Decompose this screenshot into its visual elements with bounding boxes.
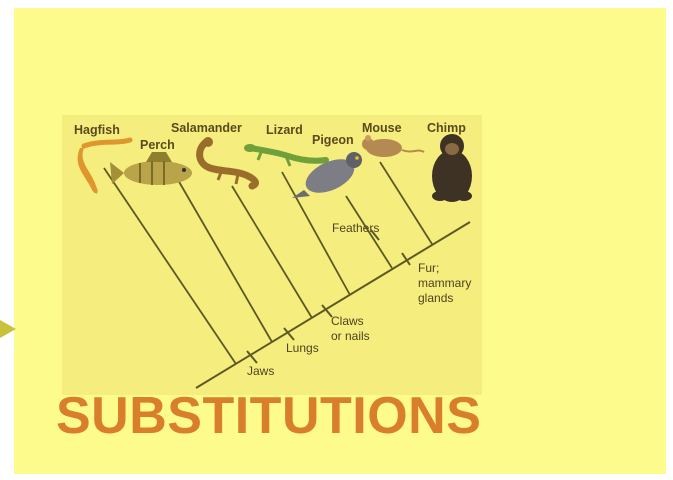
trait-label-lungs: Lungs bbox=[286, 341, 319, 355]
branch-salamander bbox=[231, 185, 313, 319]
trait-label-fur-1: Fur; bbox=[418, 261, 439, 275]
pigeon-icon bbox=[292, 152, 362, 198]
chimp-icon bbox=[432, 134, 472, 202]
branch-lizard bbox=[281, 171, 351, 296]
tick-jaws bbox=[246, 350, 258, 364]
trait-label-feathers: Feathers bbox=[332, 221, 379, 235]
branch-pigeon bbox=[345, 195, 393, 269]
cladogram-figure bbox=[62, 115, 482, 395]
taxon-label-pigeon: Pigeon bbox=[312, 133, 354, 147]
cladogram-trunk bbox=[195, 221, 471, 389]
lizard-icon bbox=[244, 144, 329, 167]
trait-label-fur-2: mammary bbox=[418, 276, 471, 290]
taxon-label-hagfish: Hagfish bbox=[74, 123, 120, 137]
branch-mouse bbox=[379, 161, 433, 245]
salamander-icon bbox=[196, 137, 259, 190]
tick-lungs bbox=[283, 327, 295, 341]
taxon-label-chimp: Chimp bbox=[427, 121, 466, 135]
trait-label-jaws: Jaws bbox=[247, 364, 274, 378]
mouse-icon bbox=[362, 135, 425, 157]
trait-label-claws-1: Claws bbox=[331, 314, 364, 328]
taxon-label-mouse: Mouse bbox=[362, 121, 402, 135]
trait-label-fur-3: glands bbox=[418, 291, 453, 305]
perch-icon bbox=[110, 152, 192, 185]
slide-pointer-arrow bbox=[0, 320, 16, 338]
hagfish-icon bbox=[77, 137, 133, 194]
taxon-label-perch: Perch bbox=[140, 138, 175, 152]
tick-fur bbox=[401, 252, 411, 266]
branch-hagfish bbox=[103, 167, 237, 365]
slide-title: SUBSTITUTIONS bbox=[56, 387, 482, 445]
tick-claws bbox=[321, 304, 333, 318]
trait-label-claws-2: or nails bbox=[331, 329, 370, 343]
taxon-label-salamander: Salamander bbox=[171, 121, 242, 135]
branch-perch bbox=[177, 179, 273, 343]
taxon-label-lizard: Lizard bbox=[266, 123, 303, 137]
tick-feathers bbox=[370, 229, 380, 241]
